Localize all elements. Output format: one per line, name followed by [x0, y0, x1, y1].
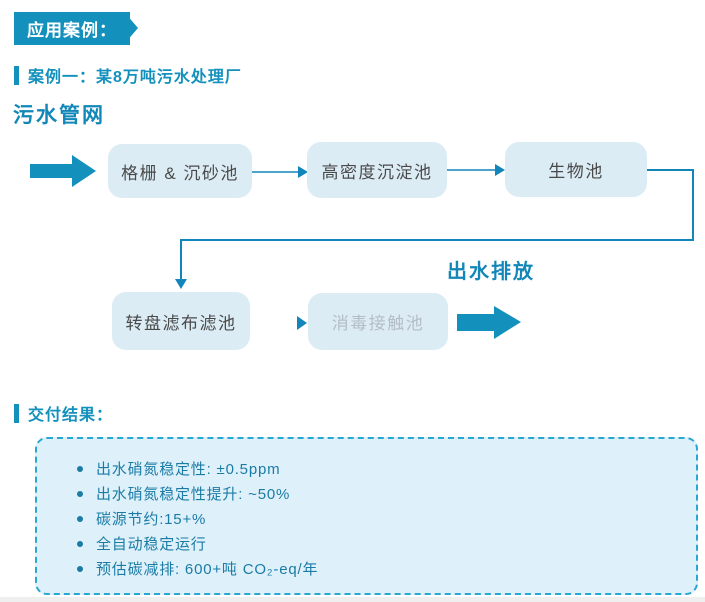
bullet-dot: [77, 515, 83, 522]
effluent-arrow-icon: [457, 306, 521, 339]
bullet-dot: [77, 465, 83, 472]
list-item: 全自动稳定运行: [77, 531, 696, 556]
result-item-text: 全自动稳定运行: [96, 536, 207, 553]
flow-connectors: [30, 155, 694, 339]
heading-bar: [14, 65, 19, 85]
result-item-text: 出水硝氮稳定性: ±0.5ppm: [96, 461, 281, 478]
banner-arrow-icon: [125, 13, 138, 43]
result-item-text: 预估碳减排: 600+吨 CO₂-eq/年: [96, 561, 319, 578]
list-item: 出水硝氮稳定性: ±0.5ppm: [77, 456, 696, 481]
case-heading-label: 案例一：某8万吨污水处理厂: [28, 69, 242, 86]
flow-box-grit-chamber: 格栅 & 沉砂池: [108, 144, 252, 198]
flow-box-label: 高密度沉淀池: [321, 162, 433, 182]
flow-box-disinfection-tank: 消毒接触池: [308, 293, 448, 350]
flow-box-sedimentation-tank: 高密度沉淀池: [307, 142, 447, 198]
flow-box-label: 消毒接触池: [331, 314, 425, 333]
flow-box-label: 格栅 & 沉砂池: [121, 163, 239, 183]
flow-input-arrow-icon: [30, 155, 96, 187]
result-item-text: 出水硝氮稳定性提升: ~50%: [96, 486, 291, 503]
list-item: 碳源节约:15+%: [77, 506, 696, 531]
results-panel: 出水硝氮稳定性: ±0.5ppm 出水硝氮稳定性提升: ~50% 碳源节约:15…: [35, 437, 698, 595]
list-item: 出水硝氮稳定性提升: ~50%: [77, 481, 696, 506]
connector-triangle-icon: [297, 316, 307, 330]
applications-banner: 应用案例：: [14, 12, 130, 45]
bullet-dot: [77, 490, 83, 497]
result-item-text: 碳源节约:15+%: [96, 511, 207, 528]
flow-box-label: 生物池: [548, 162, 604, 181]
results-list: 出水硝氮稳定性: ±0.5ppm 出水硝氮稳定性提升: ~50% 碳源节约:15…: [37, 439, 696, 581]
results-heading-label: 交付结果：: [28, 407, 114, 424]
sewage-network-label: 污水管网: [13, 104, 105, 127]
case-heading: 案例一：某8万吨污水处理厂: [14, 63, 242, 87]
flow-box-label: 转盘滤布滤池: [125, 313, 237, 333]
connector-arrowhead-1: [298, 166, 308, 178]
bottom-divider: [0, 597, 705, 602]
wrap-connector-arrowhead: [175, 279, 187, 289]
effluent-discharge-label: 出水排放: [447, 261, 535, 283]
bullet-dot: [77, 565, 83, 572]
wrap-connector-line: [180, 169, 694, 279]
bullet-dot: [77, 540, 83, 547]
flow-box-disc-filter: 转盘滤布滤池: [112, 292, 250, 350]
heading-bar: [14, 403, 19, 423]
flow-box-biological-tank: 生物池: [505, 142, 647, 197]
connector-arrowhead-2: [495, 164, 505, 176]
results-heading: 交付结果：: [14, 401, 113, 425]
applications-banner-label: 应用案例：: [27, 21, 117, 40]
list-item: 预估碳减排: 600+吨 CO₂-eq/年: [77, 556, 696, 581]
